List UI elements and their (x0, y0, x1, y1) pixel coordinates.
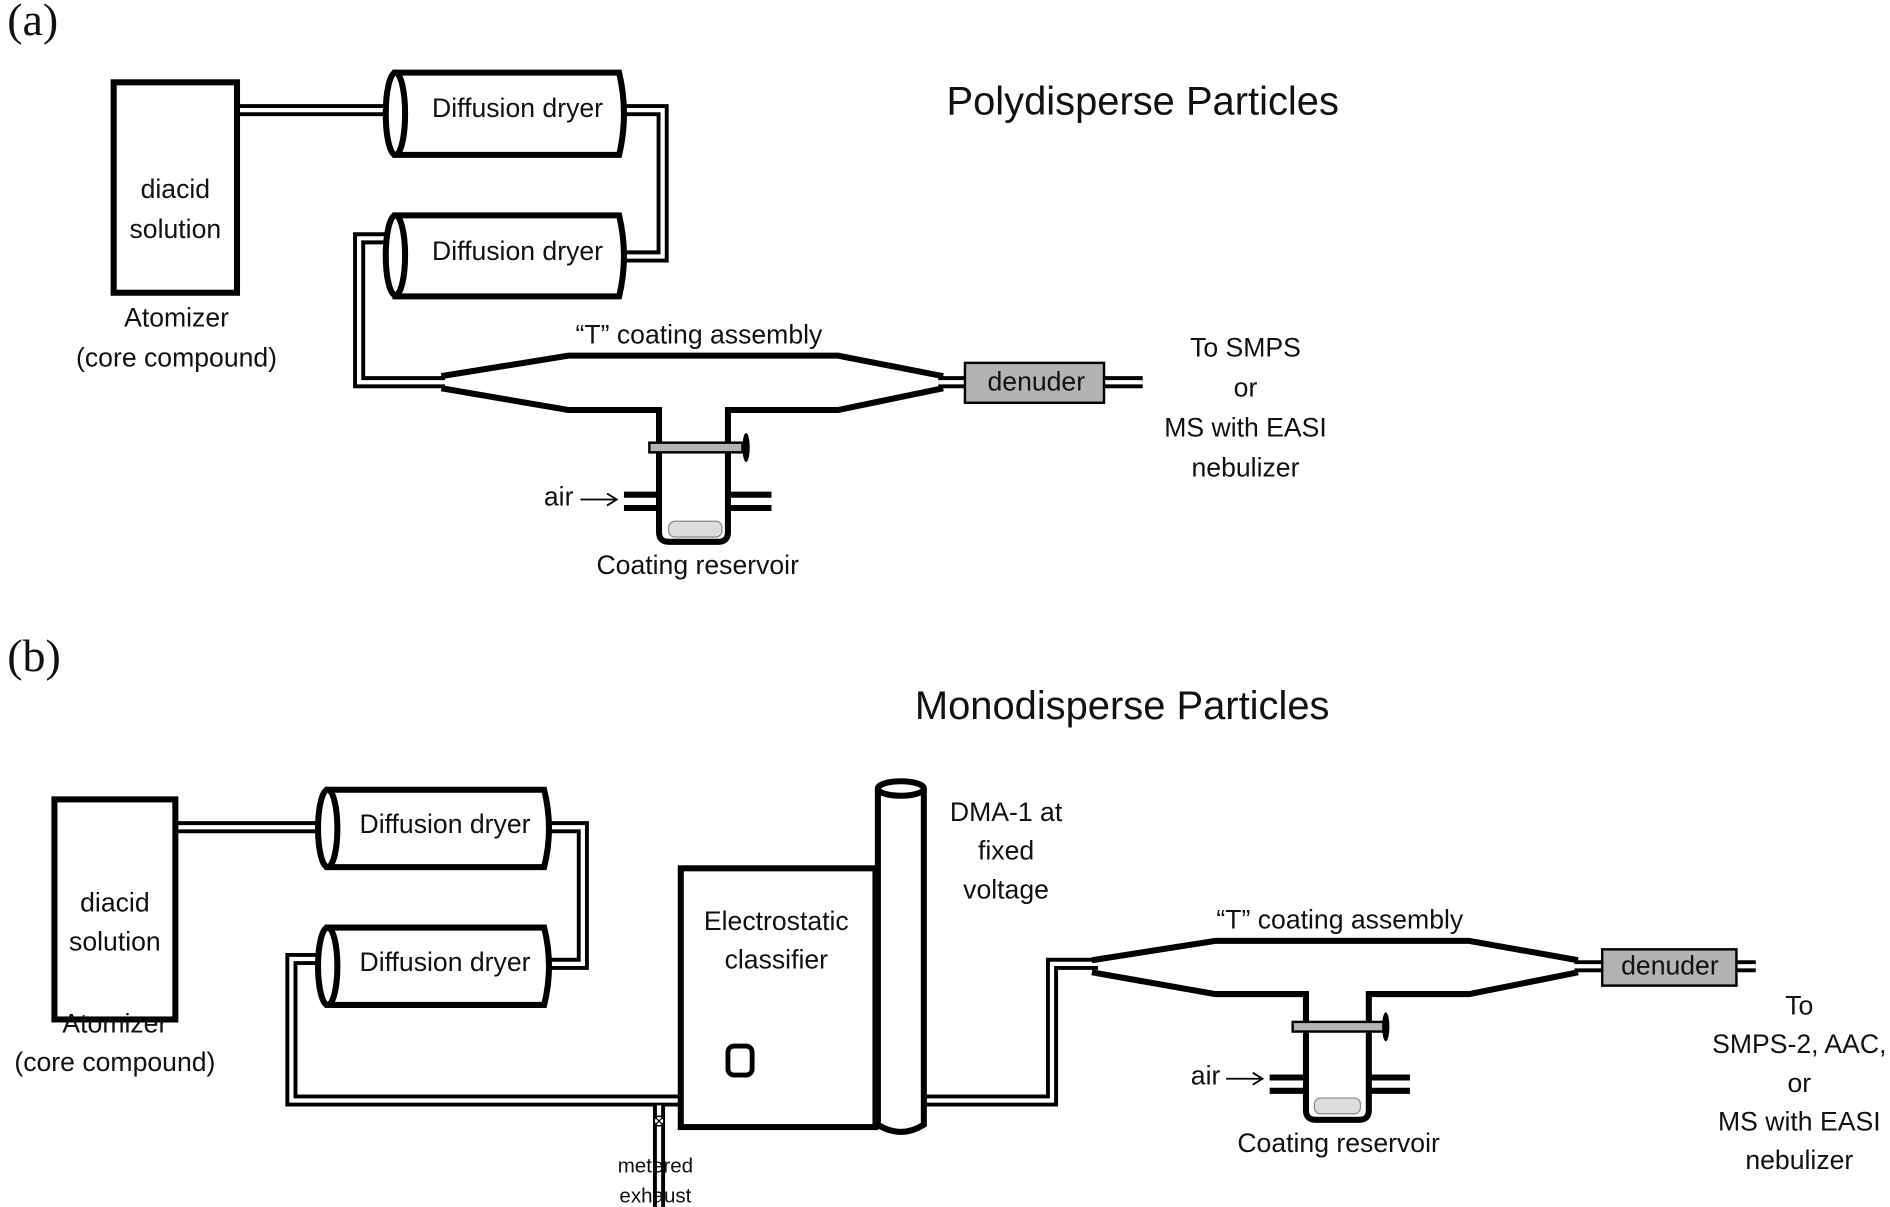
impactor (725, 1043, 755, 1078)
diffusion-dryer-1: Diffusion dryer (315, 786, 552, 871)
denuder-label: denuder (987, 366, 1085, 396)
tube-bore (921, 961, 1098, 1103)
t-assembly-label: “T” coating assembly (576, 319, 824, 349)
t-coating-assembly: “T” coating assembly air Coating reservo… (440, 319, 944, 580)
dryer-label: Diffusion dryer (360, 809, 531, 839)
arrow-right-icon (580, 492, 619, 507)
atomizer-caption: (core compound) (14, 1047, 215, 1077)
outlet-label: nebulizer (1192, 452, 1300, 482)
panel-b-title: Monodisperse Particles (915, 684, 1330, 728)
outlet-label: or (1234, 373, 1258, 403)
denuder (1600, 948, 1738, 987)
arrow-right-icon (1226, 1071, 1265, 1086)
valve-knob (742, 433, 750, 463)
outlet-label: or (1787, 1068, 1811, 1098)
denuder (963, 361, 1106, 404)
tube (546, 821, 589, 970)
air-label: air (544, 481, 574, 511)
outlet-label: MS with EASI (1164, 412, 1327, 442)
panel-a-title: Polydisperse Particles (946, 80, 1338, 124)
air-label: air (1191, 1061, 1221, 1091)
valve-rod (1291, 1020, 1386, 1033)
atomizer-label: solution (129, 214, 221, 244)
outlet-label: SMPS-2, AAC, (1712, 1029, 1886, 1059)
dma-label: voltage (963, 874, 1049, 904)
diffusion-dryer-2: Diffusion dryer (315, 924, 552, 1008)
atomizer-label: diacid (141, 174, 210, 204)
outlet-label: To (1785, 990, 1813, 1020)
panel-a: (a) Polydisperse Particles diacid soluti… (7, 0, 1339, 580)
dma-label: DMA-1 at (950, 797, 1063, 827)
electrostatic-classifier (677, 865, 879, 1131)
atomizer (110, 79, 241, 296)
coating-liquid (668, 520, 723, 538)
dryer-label: Diffusion dryer (432, 236, 603, 266)
valve-rod (648, 441, 744, 454)
atomizer-caption: Atomizer (124, 302, 229, 332)
tube-bore (622, 108, 665, 259)
tube (622, 104, 669, 263)
dryer-label: Diffusion dryer (432, 93, 603, 123)
exhaust-label: exhaust (619, 1185, 691, 1207)
outlet-label: nebulizer (1745, 1145, 1853, 1175)
dma-label: fixed (978, 836, 1034, 866)
diffusion-dryer-1: Diffusion dryer (382, 69, 627, 158)
panel-a-label: (a) (7, 0, 58, 45)
outlet-label: To SMPS (1190, 333, 1301, 363)
classifier-label: classifier (725, 944, 829, 974)
valve-knob (1382, 1012, 1390, 1042)
t-coating-assembly: “T” coating assembly air Coating reservo… (1091, 905, 1579, 1158)
outlet-label: MS with EASI (1718, 1106, 1881, 1136)
atomizer-caption: Atomizer (62, 1009, 167, 1039)
exhaust-label: metered (618, 1154, 693, 1177)
tube-bore (546, 825, 585, 966)
atomizer-label: diacid (80, 888, 149, 918)
panel-b: (b) Monodisperse Particles metered exhau… (7, 630, 1886, 1207)
atomizer (51, 796, 179, 1023)
dryer-label: Diffusion dryer (360, 947, 531, 977)
dma-column (874, 778, 927, 1135)
coating-liquid (1313, 1097, 1361, 1115)
tube (921, 957, 1098, 1107)
panel-b-label: (b) (7, 630, 61, 681)
classifier-label: Electrostatic (704, 906, 849, 936)
t-assembly-label: “T” coating assembly (1216, 905, 1464, 935)
atomizer-caption: (core compound) (76, 342, 277, 372)
denuder-label: denuder (1621, 951, 1719, 981)
atomizer-label: solution (69, 926, 161, 956)
diffusion-dryer-2: Diffusion dryer (382, 212, 627, 300)
tube-bore (357, 236, 445, 385)
reservoir-label: Coating reservoir (596, 550, 799, 580)
reservoir-label: Coating reservoir (1237, 1128, 1440, 1158)
